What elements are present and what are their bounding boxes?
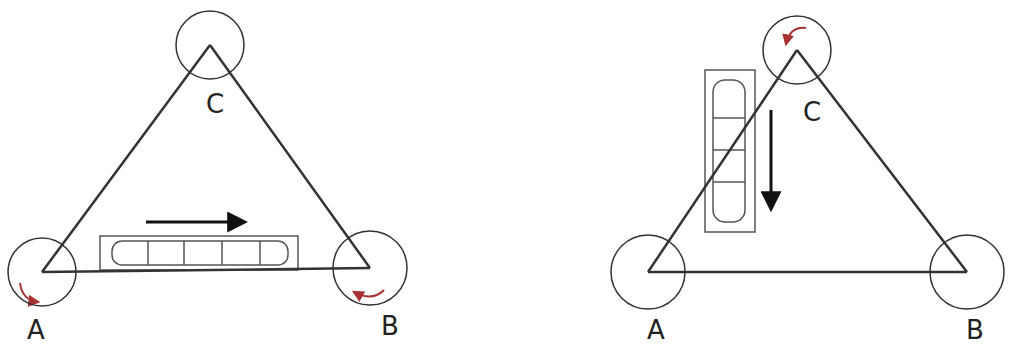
triangle-side [210, 45, 370, 268]
circle-outline [610, 234, 686, 310]
vertex-label: C [206, 91, 224, 117]
triangle-side [648, 271, 967, 274]
vertex-circle: B [929, 234, 1005, 310]
triangle-side [42, 45, 210, 272]
direction-arrow [146, 221, 244, 224]
circle-outline [332, 230, 408, 306]
vertex-label: C [803, 99, 821, 125]
circle-outline [762, 15, 832, 85]
triangle-side [42, 268, 370, 272]
circle-outline [7, 237, 77, 307]
vertex-label: B [381, 313, 399, 339]
spirit-level [100, 236, 298, 270]
vertex-label: A [27, 317, 45, 343]
vertex-label: B [966, 317, 984, 343]
direction-arrow [770, 110, 773, 208]
circle-outline [929, 234, 1005, 310]
triangle-side [648, 50, 797, 272]
rotation-arrow [354, 290, 384, 297]
vertex-circle: A [610, 234, 686, 310]
rotation-arrow [786, 28, 806, 44]
circle-outline [175, 10, 245, 80]
vertex-circle: C [175, 10, 245, 80]
vertex-label: A [647, 317, 665, 343]
triangle-side [797, 50, 967, 272]
vertex-circle: C [762, 15, 832, 85]
vertex-circle: A [7, 237, 77, 307]
vertex-circle: B [332, 230, 408, 306]
